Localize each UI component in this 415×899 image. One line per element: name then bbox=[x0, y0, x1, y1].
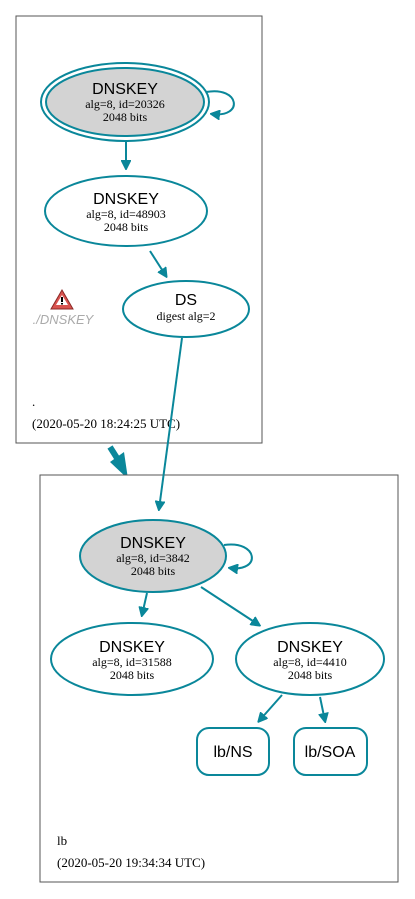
lb-ksk-alg: alg=8, id=3842 bbox=[116, 551, 190, 565]
lb-soa-label: lb/SOA bbox=[305, 744, 356, 761]
root-zsk-alg: alg=8, id=48903 bbox=[86, 207, 166, 221]
root-ksk-self-edge bbox=[205, 90, 235, 114]
lb-zsk1-bits: 2048 bits bbox=[110, 668, 155, 682]
zsk2-to-soa-edge bbox=[320, 696, 325, 721]
root-zsk-bits: 2048 bits bbox=[104, 220, 149, 234]
warning-label: ./DNSKEY bbox=[33, 312, 95, 327]
ds-to-lb-ksk-edge bbox=[159, 337, 183, 509]
root-ksk-bits: 2048 bits bbox=[103, 110, 148, 124]
root-zone-cluster: . (2020-05-20 18:24:25 UTC) ./DNSKEY DNS… bbox=[15, 15, 263, 444]
root-ksk-node[interactable]: DNSKEY alg=8, id=20326 2048 bits bbox=[40, 62, 210, 142]
lb-ksk-node[interactable]: DNSKEY alg=8, id=3842 2048 bits bbox=[79, 519, 227, 593]
warning-icon bbox=[50, 289, 74, 310]
root-zsk-node[interactable]: DNSKEY alg=8, id=48903 2048 bits bbox=[44, 175, 208, 247]
lb-soa-rrset[interactable]: lb/SOA bbox=[293, 727, 368, 776]
ds-type: DS bbox=[175, 292, 197, 309]
lb-ksk-to-zsk1-edge bbox=[142, 592, 147, 615]
lb-ksk-to-zsk2-edge bbox=[200, 586, 259, 625]
lb-zsk2-alg: alg=8, id=4410 bbox=[273, 655, 347, 669]
root-zone-timestamp: (2020-05-20 18:24:25 UTC) bbox=[32, 416, 180, 431]
ds-detail: digest alg=2 bbox=[156, 309, 215, 323]
lb-zone-timestamp: (2020-05-20 19:34:34 UTC) bbox=[57, 855, 205, 870]
lb-ksk-self-edge bbox=[223, 543, 253, 568]
root-ksk-type: DNSKEY bbox=[92, 81, 158, 98]
ds-node[interactable]: DS digest alg=2 bbox=[122, 280, 250, 338]
lb-ns-rrset[interactable]: lb/NS bbox=[196, 727, 270, 776]
lb-zsk-4410-node[interactable]: DNSKEY alg=8, id=4410 2048 bits bbox=[235, 622, 385, 696]
lb-zone-name: lb bbox=[57, 833, 67, 848]
lb-zsk2-bits: 2048 bits bbox=[288, 668, 333, 682]
lb-zone-cluster: lb (2020-05-20 19:34:34 UTC) DNSKEY alg=… bbox=[39, 337, 399, 883]
root-zsk-to-ds-edge bbox=[149, 250, 166, 276]
zsk2-to-ns-edge bbox=[259, 694, 283, 721]
lb-ns-label: lb/NS bbox=[213, 744, 252, 761]
root-ksk-alg: alg=8, id=20326 bbox=[85, 97, 165, 111]
delegation-arrowhead bbox=[110, 452, 128, 479]
lb-zsk1-type: DNSKEY bbox=[99, 639, 165, 656]
lb-ksk-type: DNSKEY bbox=[120, 535, 186, 552]
root-zsk-type: DNSKEY bbox=[93, 191, 159, 208]
lb-zsk-31588-node[interactable]: DNSKEY alg=8, id=31588 2048 bits bbox=[50, 622, 214, 696]
lb-zsk2-type: DNSKEY bbox=[277, 639, 343, 656]
root-zone-name: . bbox=[32, 394, 35, 409]
lb-zsk1-alg: alg=8, id=31588 bbox=[92, 655, 172, 669]
lb-ksk-bits: 2048 bits bbox=[131, 564, 176, 578]
